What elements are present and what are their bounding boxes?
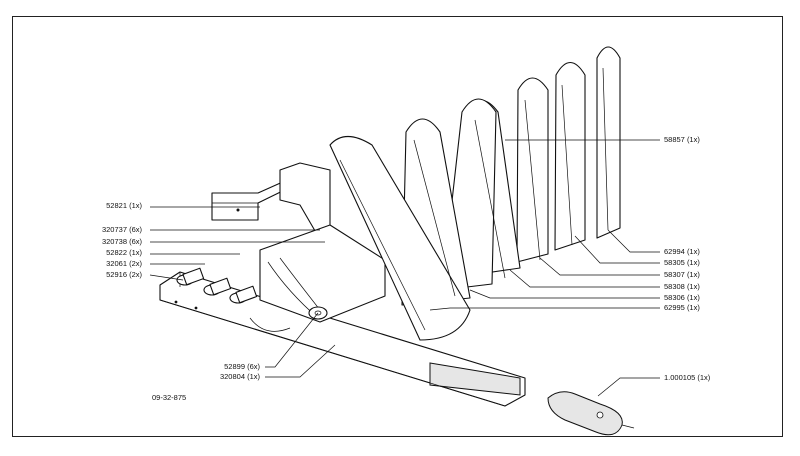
callout-58857: 58857 (1x) bbox=[664, 135, 700, 144]
callout-52822: 52822 (1x) bbox=[106, 248, 142, 257]
drawing-number: 09-32-875 bbox=[152, 393, 187, 402]
main-rail bbox=[159, 271, 526, 407]
rear-support-block bbox=[259, 224, 386, 323]
callout-58308: 58308 (1x) bbox=[664, 282, 700, 291]
pins bbox=[176, 267, 258, 304]
mounting-bracket bbox=[211, 162, 331, 237]
callout-1.000105: 1.000105 (1x) bbox=[664, 373, 711, 382]
callout-52899: 52899 (6x) bbox=[224, 362, 260, 371]
callout-62995: 62995 (1x) bbox=[664, 303, 700, 312]
callout-52821: 52821 (1x) bbox=[106, 201, 142, 210]
callout-58306: 58306 (1x) bbox=[664, 293, 700, 302]
callout-62994: 62994 (1x) bbox=[664, 247, 700, 256]
leader-lines bbox=[149, 139, 660, 397]
callout-58305: 58305 (1x) bbox=[664, 258, 700, 267]
callout-320804: 320804 (1x) bbox=[219, 372, 260, 381]
handle bbox=[547, 391, 635, 436]
callout-32061: 32061 (2x) bbox=[106, 259, 142, 268]
fan-blades bbox=[329, 46, 621, 341]
callout-320738: 320738 (6x) bbox=[101, 237, 142, 246]
callout-52916: 52916 (2x) bbox=[106, 270, 142, 279]
callout-58307: 58307 (1x) bbox=[664, 270, 700, 279]
callout-320737: 320737 (6x) bbox=[101, 225, 142, 234]
